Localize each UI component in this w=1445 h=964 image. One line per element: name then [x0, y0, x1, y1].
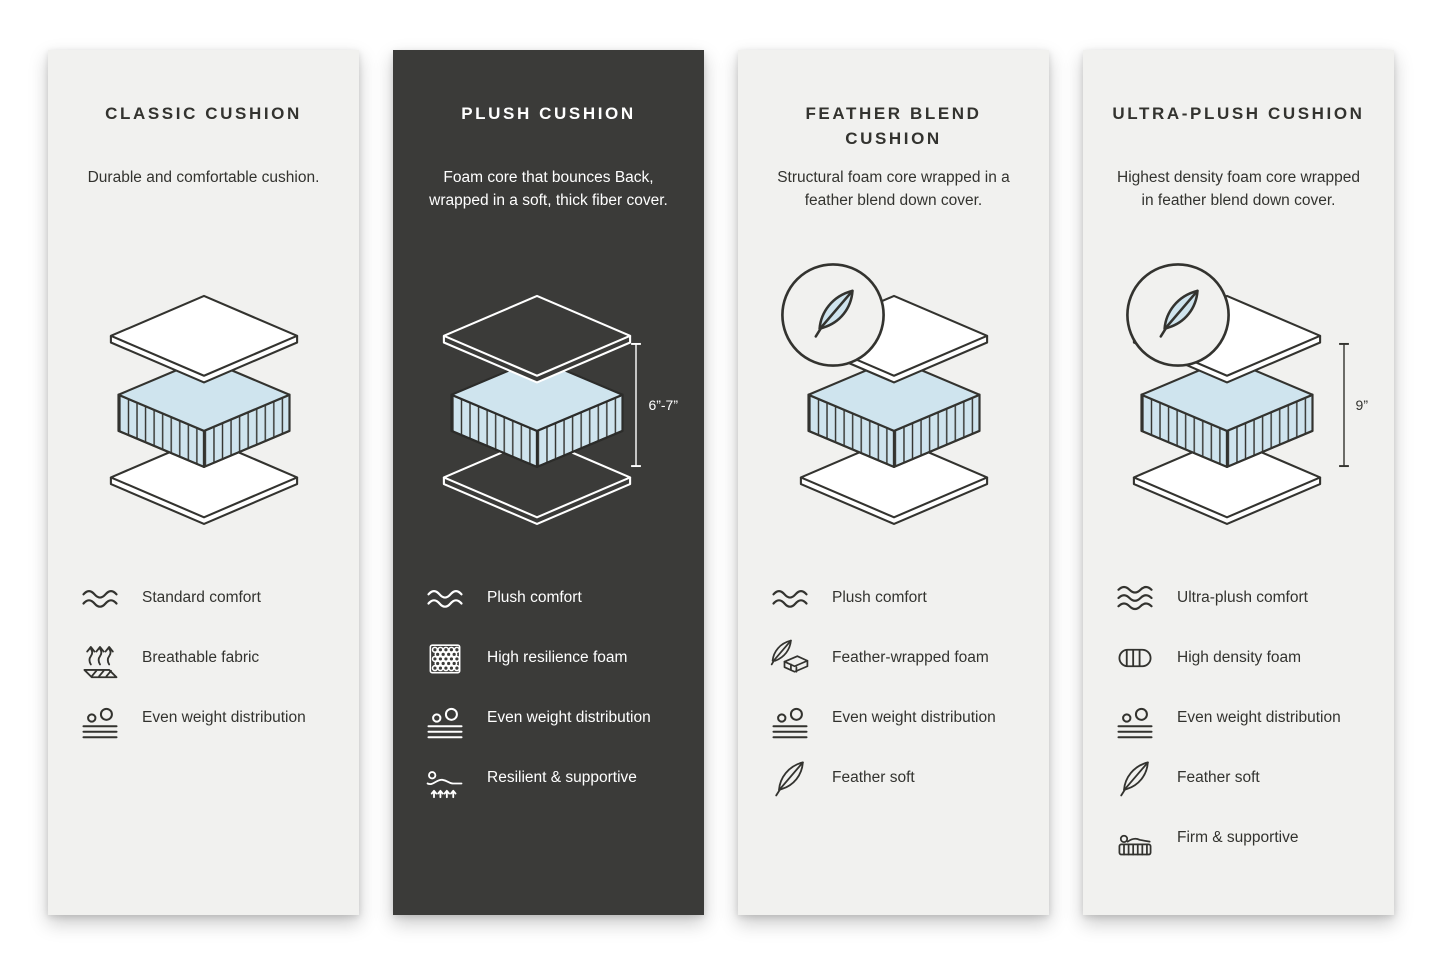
feature-label: Ultra-plush comfort — [1177, 588, 1308, 606]
card-title: ULTRA-PLUSH CUSHION — [1112, 104, 1365, 123]
card-classic-cushion: CLASSIC CUSHION Durable and comfortable … — [48, 50, 359, 915]
card-feather-blend-cushion: FEATHER BLEND CUSHION Structural foam co… — [738, 50, 1049, 915]
layered-cushion-illustration — [423, 290, 651, 528]
weight-distribution-icon — [423, 696, 467, 740]
card-description: Foam core that bounces Back, wrapped in … — [429, 169, 668, 210]
feature-item: Breathable fabric — [78, 636, 329, 680]
feature-label: Breathable fabric — [142, 648, 260, 666]
feature-label: Feather soft — [1177, 768, 1260, 786]
feature-label: Firm & supportive — [1177, 828, 1299, 846]
feature-label: Feather soft — [832, 768, 915, 786]
feature-item: Feather soft — [768, 756, 1019, 800]
wave-icon — [1113, 576, 1157, 620]
feature-label: Plush comfort — [832, 588, 927, 606]
feature-item: Plush comfort — [423, 576, 674, 620]
card-description: Structural foam core wrapped in a feathe… — [777, 169, 1010, 210]
feature-item: Firm & supportive — [1113, 816, 1364, 860]
card-description: Highest density foam core wrapped in fea… — [1117, 169, 1360, 210]
recliner-icon — [423, 756, 467, 800]
measurement-label: 6”-7” — [648, 397, 678, 413]
feather-icon — [768, 756, 812, 800]
card-title: CLASSIC CUSHION — [105, 104, 302, 123]
feature-label: Even weight distribution — [832, 708, 996, 726]
feature-list: Plush comfort High resilience foam Even … — [421, 576, 676, 800]
feature-item: Standard comfort — [78, 576, 329, 620]
feather-icon — [1113, 756, 1157, 800]
feature-item: Plush comfort — [768, 576, 1019, 620]
measurement-label: 9” — [1355, 397, 1368, 413]
feather-badge-icon — [1123, 260, 1233, 370]
breathable-fabric-icon — [78, 636, 122, 680]
feature-item: High resilience foam — [423, 636, 674, 680]
feature-label: Standard comfort — [142, 588, 261, 606]
card-plush-cushion: PLUSH CUSHION Foam core that bounces Bac… — [393, 50, 704, 915]
wave-icon — [78, 576, 122, 620]
foam-cells-icon — [423, 636, 467, 680]
cushion-diagram: 6”-7” — [421, 286, 678, 544]
feature-item: Feather-wrapped foam — [768, 636, 1019, 680]
measurement-bracket-icon — [1337, 342, 1351, 468]
feature-item: Even weight distribution — [1113, 696, 1364, 740]
feature-item: Feather soft — [1113, 756, 1364, 800]
firm-supportive-icon — [1113, 816, 1157, 860]
density-foam-icon — [1113, 636, 1157, 680]
feather-badge-icon — [778, 260, 888, 370]
feature-list: Standard comfort Breathable fabric Even … — [76, 576, 331, 740]
card-title: FEATHER BLEND CUSHION — [805, 104, 982, 148]
weight-distribution-icon — [78, 696, 122, 740]
weight-distribution-icon — [1113, 696, 1157, 740]
feature-label: High density foam — [1177, 648, 1302, 666]
feature-label: Even weight distribution — [142, 708, 306, 726]
feature-item: Even weight distribution — [423, 696, 674, 740]
cushion-diagram — [766, 286, 1021, 544]
cushion-diagram — [76, 286, 331, 544]
feature-item: High density foam — [1113, 636, 1364, 680]
feather-wrapped-foam-icon — [768, 636, 812, 680]
feature-label: Resilient & supportive — [487, 768, 637, 786]
measurement-bracket-icon — [629, 342, 643, 468]
weight-distribution-icon — [768, 696, 812, 740]
card-description: Durable and comfortable cushion. — [87, 169, 320, 186]
feature-item: Even weight distribution — [78, 696, 329, 740]
feature-list: Plush comfort Feather-wrapped foam Even … — [766, 576, 1021, 800]
feature-list: Ultra-plush comfort High density foam Ev… — [1111, 576, 1366, 860]
feature-label: Even weight distribution — [487, 708, 651, 726]
cushion-diagram: 9” — [1111, 286, 1368, 544]
feature-label: Plush comfort — [487, 588, 582, 606]
feature-item: Even weight distribution — [768, 696, 1019, 740]
card-title: PLUSH CUSHION — [461, 104, 636, 123]
wave-icon — [423, 576, 467, 620]
wave-icon — [768, 576, 812, 620]
card-ultra-plush-cushion: ULTRA-PLUSH CUSHION Highest density foam… — [1083, 50, 1394, 915]
feature-label: High resilience foam — [487, 648, 628, 666]
feature-label: Even weight distribution — [1177, 708, 1341, 726]
feature-item: Resilient & supportive — [423, 756, 674, 800]
height-measurement: 9” — [1337, 342, 1368, 468]
layered-cushion-illustration — [90, 290, 318, 528]
feature-item: Ultra-plush comfort — [1113, 576, 1364, 620]
height-measurement: 6”-7” — [629, 342, 678, 468]
feature-label: Feather-wrapped foam — [832, 648, 989, 666]
